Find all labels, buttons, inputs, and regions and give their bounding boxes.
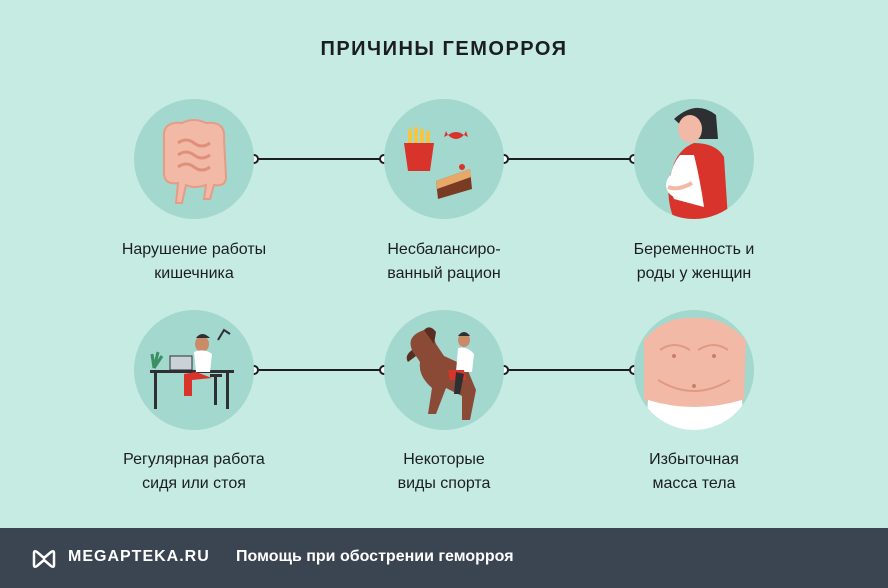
footer-caption: Помощь при обострении геморроя: [236, 548, 514, 565]
megapteka-logo-icon: [32, 549, 56, 569]
caption-sedentary-work: Регулярная работа сидя или стоя: [123, 451, 265, 492]
connector-line: [254, 369, 384, 371]
caption-unbalanced-diet: Несбалансиро- ванный рацион: [387, 241, 501, 282]
connector-line: [504, 369, 634, 371]
pregnant-woman-icon: [634, 99, 754, 219]
office-work-icon: [134, 310, 254, 430]
caption-intestinal-disorder: Нарушение работы кишечника: [121, 241, 267, 282]
junk-food-icon: [384, 99, 504, 219]
horse-riding-icon: [384, 310, 504, 430]
caption-sports: Некоторые виды спорта: [397, 451, 491, 492]
page-title: ПРИЧИНЫ ГЕМОРРОЯ: [320, 38, 568, 60]
footer-bar: MEGAPTEKA.RU Помощь при обострении гемор…: [0, 528, 888, 588]
brand-name: MEGAPTEKA.RU: [68, 548, 210, 565]
caption-pregnancy: Беременность и роды у женщин: [633, 241, 755, 282]
overweight-body-icon: [634, 310, 754, 430]
intestines-icon: [134, 99, 254, 219]
caption-overweight: Избыточная масса тела: [649, 451, 739, 492]
connector-line: [254, 158, 384, 160]
connector-line: [504, 158, 634, 160]
